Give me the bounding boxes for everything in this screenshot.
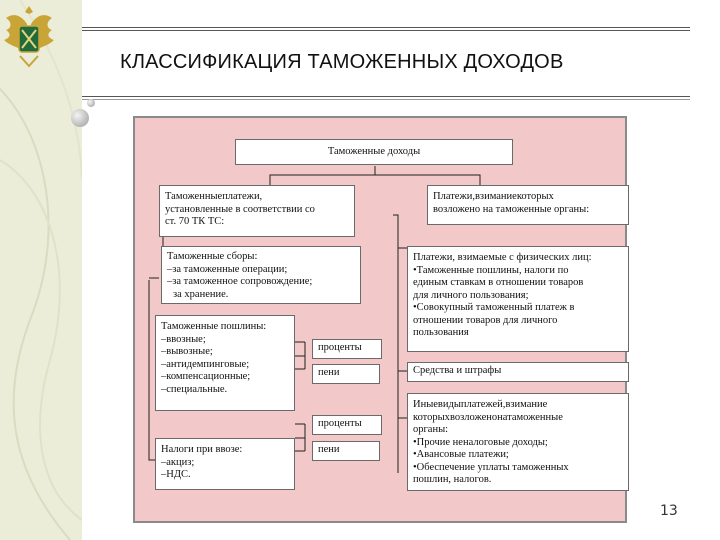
- node-word: на: [497, 411, 508, 423]
- node-line: единым ставкам в отношении товаров: [413, 277, 584, 288]
- node-line: Таможенные сборы:: [167, 251, 258, 262]
- node-word: платежи,: [222, 191, 263, 202]
- decorative-left-bar: [0, 0, 82, 540]
- decorative-curves: [0, 0, 82, 540]
- node-line: Платежи, взимаемые с физических лиц:: [413, 252, 592, 263]
- node-line: –компенсационные;: [161, 371, 251, 382]
- root-node-customs-revenue: Таможенные доходы: [235, 139, 513, 165]
- node-penalty: пени: [312, 441, 380, 461]
- node-line: Таможенные пошлины:: [161, 321, 267, 332]
- node-line: •Обеспечение уплаты таможенных: [413, 461, 569, 473]
- node-statutory-payments: Таможенныеплатежи, установленные в соотв…: [159, 185, 355, 237]
- root-label: Таможенные доходы: [327, 146, 421, 157]
- node-line: пользования: [413, 327, 469, 338]
- connector-lines: [148, 166, 481, 473]
- node-line: которыхвозложенонатаможенные: [413, 412, 623, 425]
- node-import-taxes: Налоги при ввозе: –акциз; –НДС.: [155, 438, 295, 490]
- node-line: •Авансовые платежи;: [413, 449, 509, 460]
- node-line: –ввозные;: [161, 333, 206, 345]
- node-word: которых: [516, 191, 554, 202]
- node-line: •Прочие неналоговые доходы;: [413, 436, 548, 448]
- node-word: взимание: [474, 191, 517, 202]
- node-word: таможенные: [507, 411, 563, 423]
- node-line: Средства и штрафы: [413, 365, 502, 376]
- node-line: за хранение.: [173, 288, 229, 300]
- node-interest: проценты: [312, 415, 382, 435]
- node-line: возложено на таможенные органы:: [433, 203, 590, 215]
- node-word: Таможенные: [165, 191, 223, 202]
- node-interest: проценты: [312, 339, 382, 359]
- title-rule: [82, 99, 690, 100]
- node-line: проценты: [318, 342, 362, 353]
- header-rule: [82, 30, 690, 31]
- node-line: Таможенныеплатежи,: [165, 191, 349, 204]
- classification-diagram: Таможенные доходы Таможенныеплатежи, уст…: [133, 116, 629, 523]
- node-line: для личного пользования;: [413, 289, 529, 301]
- node-line: –НДС.: [161, 469, 191, 480]
- node-word: взимание: [505, 399, 548, 410]
- node-line: пени: [318, 444, 340, 455]
- node-line: проценты: [318, 418, 362, 429]
- node-line: •Таможенные пошлины, налоги по: [413, 264, 569, 276]
- page-title: КЛАССИФИКАЦИЯ ТАМОЖЕННЫХ ДОХОДОВ: [120, 51, 564, 73]
- decorative-dot: [87, 99, 95, 107]
- node-word: возложено: [449, 411, 498, 423]
- node-line: –вывозные;: [161, 346, 213, 357]
- node-word: виды: [437, 399, 461, 410]
- node-individual-payments: Платежи, взимаемые с физических лиц: •Та…: [407, 246, 629, 352]
- node-word: платежей,: [460, 399, 506, 410]
- node-word: Платежи,: [433, 191, 475, 202]
- decorative-dot: [71, 109, 89, 127]
- node-line: –акциз;: [161, 456, 195, 468]
- node-line: Иныевидыплатежей,взимание: [413, 399, 623, 412]
- title-rule: [82, 96, 690, 97]
- node-funds-and-fines: Средства и штрафы: [407, 362, 629, 382]
- node-penalty: пени: [312, 364, 380, 384]
- node-line: ст. 70 ТК ТС:: [165, 216, 225, 227]
- node-line: установленные в соответствии со: [165, 203, 315, 215]
- node-line: –за таможенные операции;: [167, 263, 288, 275]
- node-word: Иные: [413, 399, 438, 410]
- node-collected-payments: Платежи,взиманиекоторых возложено на там…: [427, 185, 629, 225]
- node-line: отношении товаров для личного: [413, 314, 558, 326]
- node-customs-duties: Таможенные пошлины: –ввозные; –вывозные;…: [155, 315, 295, 411]
- node-word: которых: [413, 411, 450, 423]
- node-line: пошлин, налогов.: [413, 474, 492, 485]
- node-line: органы:: [413, 424, 449, 435]
- node-line: Платежи,взиманиекоторых: [433, 191, 623, 204]
- node-line: Налоги при ввозе:: [161, 444, 243, 455]
- node-line: •Совокупный таможенный платеж в: [413, 302, 575, 313]
- page-number: 13: [660, 503, 678, 519]
- node-line: пени: [318, 367, 340, 378]
- node-line: –антидемпинговые;: [161, 358, 250, 370]
- node-line: –специальные.: [161, 383, 228, 395]
- node-line: –за таможенное сопровождение;: [167, 276, 313, 287]
- node-customs-fees: Таможенные сборы: –за таможенные операци…: [161, 246, 361, 304]
- node-other-payments: Иныевидыплатежей,взимание которыхвозложе…: [407, 393, 629, 491]
- header-rule: [82, 27, 690, 28]
- coat-of-arms-emblem: [4, 6, 54, 68]
